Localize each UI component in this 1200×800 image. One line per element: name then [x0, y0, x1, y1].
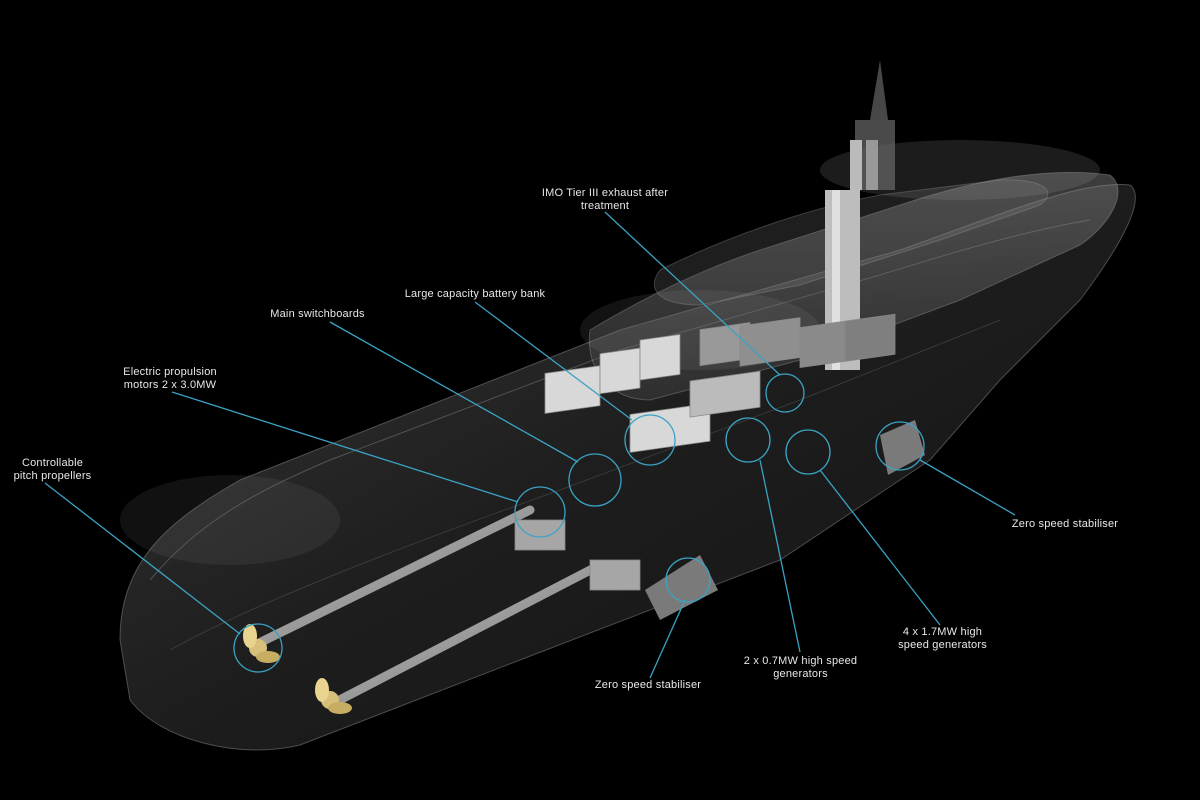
stabilisers: [645, 420, 925, 620]
callout-lines: [44, 211, 1016, 679]
callout-circle-large-gens: [785, 429, 831, 475]
callout-line-exhaust: [604, 211, 781, 376]
callout-circle-switchboards: [568, 453, 622, 507]
callout-line-battery: [474, 301, 633, 421]
callout-circle-small-gens: [725, 417, 771, 463]
label-switchboards: Main switchboards: [270, 308, 365, 320]
callout-line-switchboards: [329, 321, 579, 463]
callout-circle-stabiliser-right: [875, 421, 925, 471]
label-stabiliser-right: Zero speed stabiliser: [1011, 518, 1119, 530]
callout-line-propellers: [44, 482, 241, 635]
propulsion-shafts: [250, 505, 605, 710]
callout-circle-propellers: [233, 623, 283, 673]
callout-line-stabiliser-center: [649, 599, 686, 679]
callout-circle-exhaust: [765, 373, 805, 413]
propellers: [243, 624, 352, 714]
callout-line-small-gens: [759, 459, 801, 653]
callout-circle-motors: [514, 486, 566, 538]
callout-circle-stabiliser-center: [665, 557, 711, 603]
label-battery: Large capacity battery bank: [404, 288, 546, 300]
callout-line-motors: [171, 391, 519, 503]
callout-circle-battery: [624, 414, 676, 466]
callout-line-stabiliser-right: [919, 459, 1016, 516]
label-stabiliser-center: Zero speed stabiliser: [594, 679, 702, 691]
machinery: [514, 313, 896, 591]
callout-line-large-gens: [819, 469, 941, 626]
